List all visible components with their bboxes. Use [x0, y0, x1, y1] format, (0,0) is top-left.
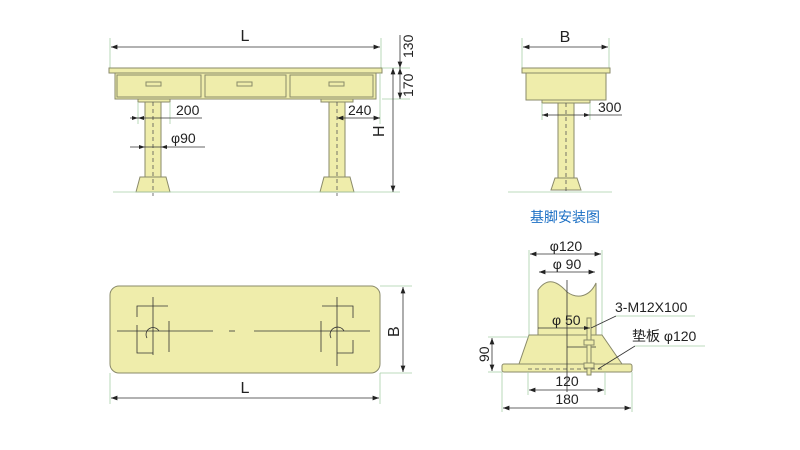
- detail-title: 基脚安装图: [530, 209, 600, 225]
- base-cone: [518, 334, 623, 365]
- bolt-spec-label: 3-M12X100: [615, 299, 688, 315]
- dim-base-inner: 120: [555, 373, 579, 389]
- drawer-handle-icon: [328, 81, 345, 87]
- front-view: L 200 φ90 240: [108, 28, 416, 196]
- dim-plate-width: 300: [598, 99, 622, 115]
- dim-leg-plate: 200: [176, 102, 200, 118]
- right-anchor-icon: [320, 297, 354, 366]
- length-label: L: [241, 28, 250, 45]
- width-label: B: [560, 29, 571, 46]
- pad-spec-label: 垫板 φ120: [632, 328, 697, 344]
- plan-length-label: L: [241, 380, 250, 397]
- side-view: B 300: [508, 29, 622, 194]
- drawer-handle-icon: [236, 81, 253, 87]
- dim-bolt-circle: φ 50: [552, 312, 581, 328]
- dim-leg-diameter: φ90: [171, 130, 196, 146]
- left-anchor-icon: [136, 297, 170, 355]
- dim-top-thickness: 130: [400, 34, 416, 58]
- dim-outer-diameter: φ120: [550, 238, 583, 254]
- anchor-bolt-icon: [583, 317, 595, 376]
- plan-width-label: B: [386, 326, 403, 337]
- dim-drawer-height: 170: [400, 73, 416, 97]
- dim-base-outer: 180: [555, 391, 579, 407]
- drawer-handle-icon: [145, 81, 162, 87]
- table-top: [108, 67, 383, 74]
- left-leg: [135, 98, 171, 196]
- right-leg: [319, 98, 355, 196]
- dim-base-height: 90: [476, 346, 492, 362]
- table-plan: [109, 285, 381, 374]
- dim-column-diameter: φ 90: [553, 256, 582, 272]
- height-label: H: [371, 125, 388, 137]
- foundation-detail: 基脚安装图 φ120 φ 90 φ 50 3-M12X100 垫板 φ120 9…: [476, 209, 705, 412]
- dim-offset: 240: [348, 102, 372, 118]
- plan-view: B L: [109, 285, 412, 404]
